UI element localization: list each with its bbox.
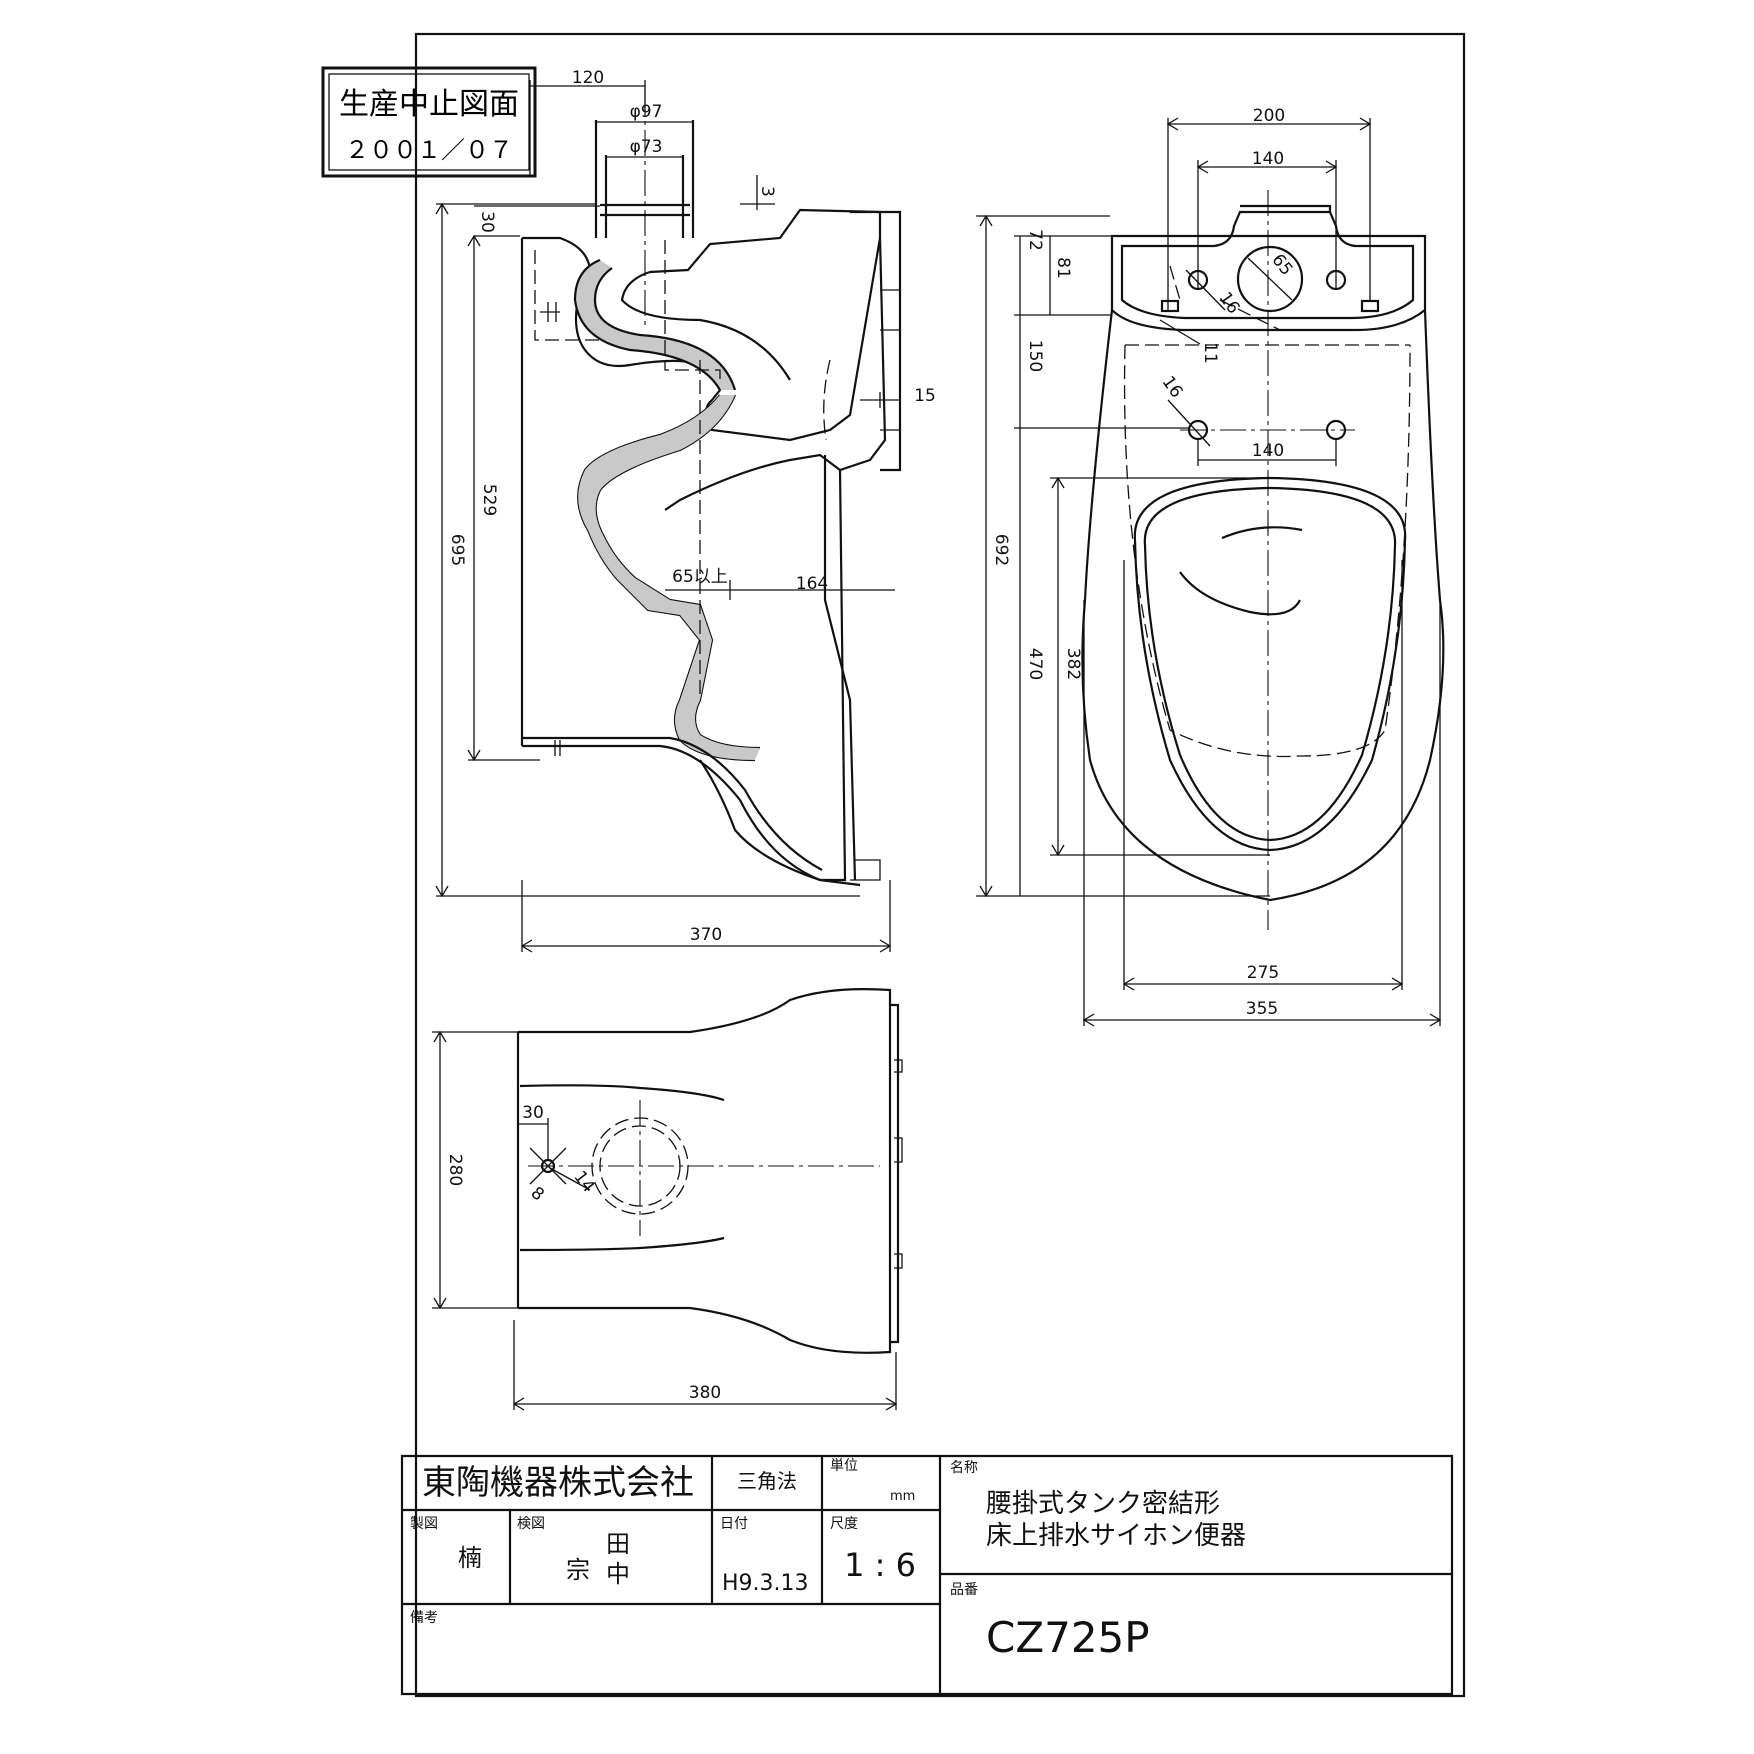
dim-275: 275	[1247, 963, 1279, 983]
dim-529: 529	[479, 484, 499, 516]
dim-8: 8	[527, 1183, 548, 1205]
dim-200: 200	[1253, 106, 1285, 126]
dim-3: 3	[757, 186, 777, 197]
scale-label: 尺度	[830, 1516, 858, 1532]
dim-280: 280	[445, 1154, 465, 1186]
dim-11: 11	[1200, 342, 1220, 364]
product-name-line2: 床上排水サイホン便器	[986, 1521, 1246, 1551]
dim-15: 15	[914, 386, 936, 406]
dim-30-bottom: 30	[522, 1103, 544, 1123]
dim-695: 695	[447, 534, 467, 566]
date-label: 日付	[720, 1516, 748, 1532]
dim-16-top: 16	[1215, 289, 1244, 318]
dim-140-mid: 140	[1252, 441, 1284, 461]
date-value: H9.3.13	[722, 1571, 809, 1596]
projection-method: 三角法	[737, 1469, 797, 1493]
stamp-line1: 生産中止図面	[339, 87, 519, 122]
company-name: 東陶機器株式会社	[422, 1463, 694, 1503]
checked-by-2b: 中	[606, 1560, 630, 1588]
dim-120: 120	[572, 68, 604, 88]
unit-label: 単位	[830, 1458, 858, 1474]
unit-value: mm	[890, 1489, 915, 1504]
dim-382: 382	[1063, 648, 1083, 680]
dim-470: 470	[1025, 648, 1045, 680]
dim-355: 355	[1246, 999, 1278, 1019]
dim-14: 14	[569, 1167, 598, 1196]
front-top-view	[1081, 190, 1445, 930]
side-section-view	[520, 90, 902, 887]
checked-label: 検図	[517, 1516, 545, 1532]
product-name-line1: 腰掛式タンク密結形	[986, 1489, 1220, 1519]
drawing-border	[414, 32, 1466, 1698]
dim-phi73: φ73	[630, 137, 663, 157]
dim-65-or-more: 65以上	[672, 567, 728, 587]
stamp-line2: ２００１／０７	[345, 136, 513, 164]
dim-370: 370	[690, 925, 722, 945]
remarks-label: 備考	[410, 1610, 438, 1626]
dim-30: 30	[477, 211, 497, 233]
drawn-label: 製図	[410, 1516, 438, 1532]
dim-phi97: φ97	[630, 102, 663, 122]
name-label: 名称	[950, 1460, 978, 1476]
part-number: CZ725P	[986, 1613, 1150, 1662]
part-number-label: 品番	[950, 1582, 978, 1598]
bottom-view	[516, 988, 903, 1354]
dim-140-top: 140	[1252, 149, 1284, 169]
dim-692: 692	[991, 534, 1011, 566]
dim-81: 81	[1053, 257, 1073, 279]
dim-72: 72	[1025, 229, 1045, 251]
checked-by-2a: 田	[606, 1530, 630, 1558]
discontinued-stamp: 生産中止図面 ２００１／０７	[321, 66, 537, 178]
dim-16-mid: 16	[1158, 373, 1187, 402]
scale-value: 1 : 6	[844, 1546, 916, 1584]
dim-150: 150	[1025, 340, 1045, 372]
bottom-view-dimensions: 30 280 14 8 380	[432, 1030, 898, 1411]
checked-by-1: 宗	[566, 1556, 590, 1584]
dim-164: 164	[796, 574, 828, 594]
title-block: 東陶機器株式会社 三角法 単位 mm 名称 腰掛式タンク密結形 床上排水サイホン…	[400, 1454, 1454, 1696]
drawn-by: 楠	[458, 1544, 482, 1572]
side-section-dimensions: 120 φ97 φ73 3 30 695 529 15 65以上 164 370	[435, 68, 936, 953]
dim-380: 380	[689, 1383, 721, 1403]
front-view-dimensions: 200 140 65 16 11 72 81 150 692 470 382 1…	[976, 106, 1442, 1027]
